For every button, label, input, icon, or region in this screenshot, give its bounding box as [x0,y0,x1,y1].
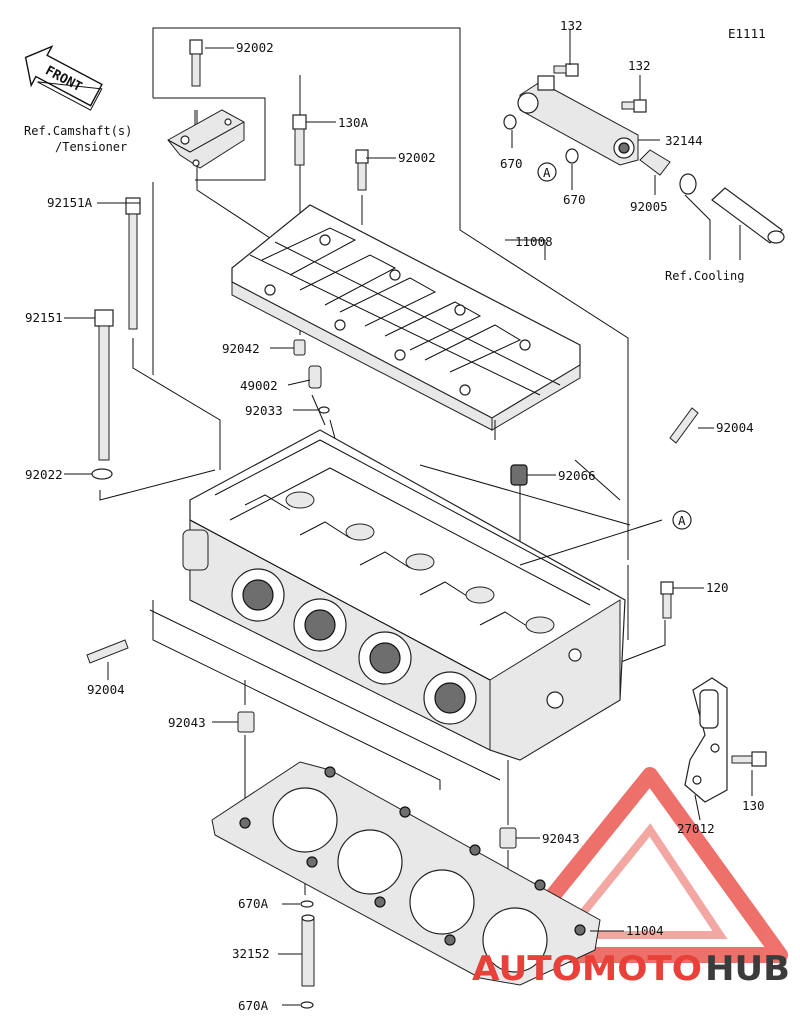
part-92022: 92022 [25,467,63,482]
part-130: 130 [742,798,765,813]
bolt-132-right [621,99,647,113]
svg-text:/Tensioner: /Tensioner [55,140,127,154]
bolt-92002-mid [355,149,369,191]
bracket-27012 [684,677,728,803]
intake-port-2 [293,598,347,652]
part-670a-bottom: 670A [238,998,269,1013]
watermark-logo [497,767,788,963]
bolt-130 [731,751,767,767]
callout-a-head-letter: A [678,513,686,528]
water-pipe-32144 [517,75,639,166]
oring-670-right [565,148,579,164]
stud-92004-right [669,407,699,444]
bolt-92151 [94,309,114,461]
camshaft-bracket-ref [167,109,245,169]
part-11008: 11008 [515,234,553,249]
valve-49002 [308,365,322,389]
svg-text:HUB: HUB [705,949,790,989]
clip-92033 [318,406,330,414]
part-92042: 92042 [222,341,260,356]
dowel-92043-left [237,711,255,733]
part-92005: 92005 [630,199,668,214]
part-130a: 130A [338,115,369,130]
pipe-32152 [301,914,315,987]
front-arrow: FRONT [24,45,103,111]
oring-670-left [503,114,517,130]
part-92004-left: 92004 [87,682,125,697]
watermark-text: AUTOMOTO HUB [472,949,790,989]
fitting-92005 [639,149,671,176]
part-92151: 92151 [25,310,63,325]
bolt-92002-top [189,39,203,87]
part-670-right: 670 [563,192,586,207]
hose-ref-cooling [711,187,785,244]
diagram-code: E1111 [728,26,766,41]
part-92002-mid: 92002 [398,150,436,165]
clamp-ref-cooling [679,173,697,195]
washer-92022 [91,468,113,480]
part-120: 120 [706,580,729,595]
part-92004-right: 92004 [716,420,754,435]
part-92066: 92066 [558,468,596,483]
ref-camshaft: Ref.Camshaft(s) /Tensioner [24,124,132,154]
ref-cooling: Ref.Cooling [665,269,744,283]
bolt-120 [660,581,674,619]
part-92033: 92033 [245,403,283,418]
part-92002-top: 92002 [236,40,274,55]
dowel-92042 [293,339,306,356]
part-92043-right: 92043 [542,831,580,846]
cylinder-head [182,429,626,761]
intake-port-4 [423,671,477,725]
callout-a-top-letter: A [543,165,551,180]
part-670-left: 670 [500,156,523,171]
part-670a-top: 670A [238,896,269,911]
part-92043-left: 92043 [168,715,206,730]
part-92151a: 92151A [47,195,93,210]
part-27012: 27012 [677,821,715,836]
part-49002: 49002 [240,378,278,393]
part-132-right: 132 [628,58,651,73]
intake-port-3 [358,631,412,685]
dowel-92043-right [499,827,517,849]
part-32144: 32144 [665,133,703,148]
part-11004: 11004 [626,923,664,938]
bolt-130a [292,114,307,166]
leader-lines [64,47,753,1006]
callout-a-top [537,162,557,182]
stud-92004-left [86,639,129,664]
bolt-132-top [553,63,579,77]
plug-92066 [510,464,528,486]
part-labels: 92002 92002 130A 132 132 32144 670 670 9… [25,18,765,1013]
oring-670a-top [300,900,314,908]
head-gasket-11004 [211,761,601,986]
svg-text:Ref.Camshaft(s): Ref.Camshaft(s) [24,124,132,138]
svg-text:AUTOMOTO: AUTOMOTO [472,949,702,989]
part-32152: 32152 [232,946,270,961]
camshaft-holder-11008 [231,204,581,440]
oring-670a-bottom [300,1001,314,1009]
bolt-92151a [125,197,141,330]
intake-port-1 [231,568,285,622]
part-132-top: 132 [560,18,583,33]
callout-a-head [672,510,692,530]
